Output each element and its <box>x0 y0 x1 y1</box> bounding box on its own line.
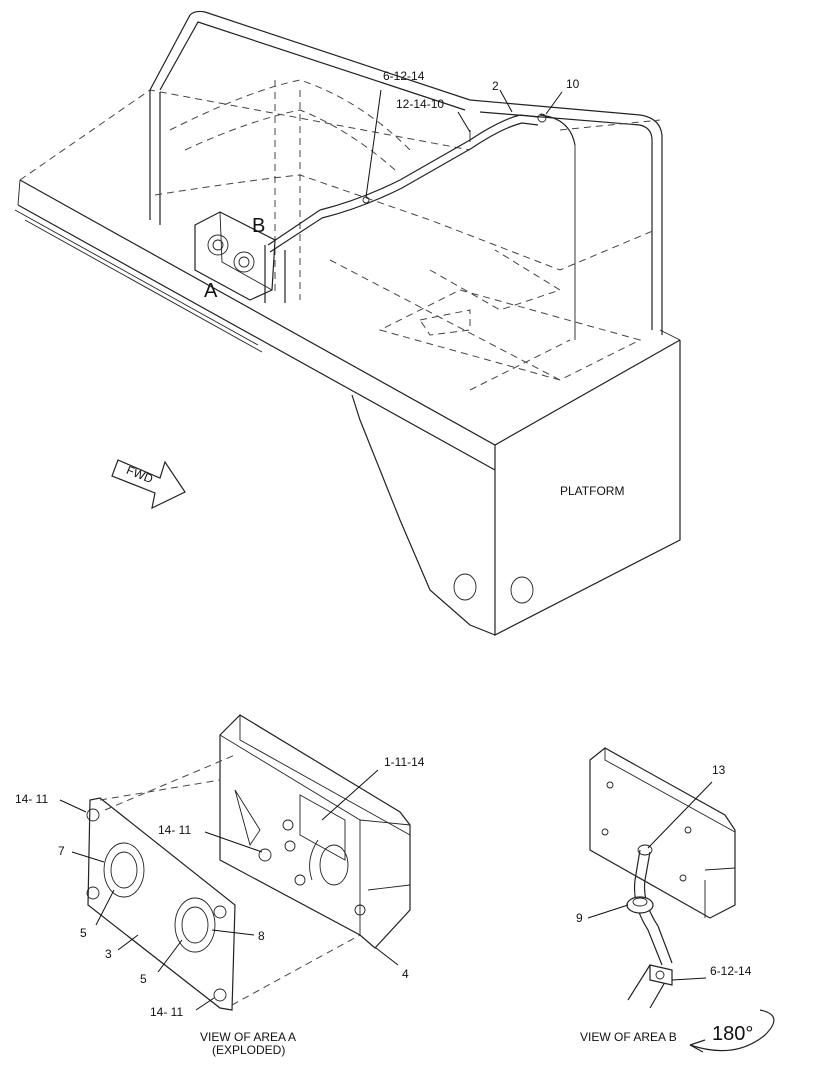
view-area-a-caption: VIEW OF AREA A <box>200 1030 296 1044</box>
label-3: 3 <box>105 947 112 961</box>
label-9: 9 <box>576 911 583 925</box>
label-1-11-14: 1-11-14 <box>384 755 425 769</box>
label-5-lower: 5 <box>140 972 147 986</box>
label-8: 8 <box>258 929 265 943</box>
label-7: 7 <box>58 844 65 858</box>
area-b-label: B <box>252 215 265 237</box>
view-area-a-drawing <box>86 714 411 1011</box>
callout-13: 13 <box>647 763 726 849</box>
label-6-12-14-top: 6-12-14 <box>383 69 425 83</box>
label-14-11-bottom: 14- 11 <box>150 1005 183 1019</box>
label-5-upper: 5 <box>80 926 87 940</box>
callout-1-11-14: 1-11-14 <box>321 755 425 821</box>
view-area-b-caption: VIEW OF AREA B <box>580 1030 677 1044</box>
callout-9: 9 <box>576 904 629 925</box>
callout-2: 2 <box>492 79 513 113</box>
platform-assembly <box>14 10 681 636</box>
forward-arrow-icon: FWD <box>111 459 186 510</box>
area-a-label: A <box>204 280 218 302</box>
label-2: 2 <box>492 79 499 93</box>
rotation-label: 180° <box>712 1023 753 1045</box>
callout-14-11-bottom: 14- 11 <box>150 997 215 1019</box>
label-6-12-14-bottom: 6-12-14 <box>710 964 752 978</box>
label-13: 13 <box>712 763 726 777</box>
label-12-14-10: 12-14-10 <box>396 97 444 111</box>
callout-14-11-top: 14- 11 <box>15 792 87 813</box>
label-4: 4 <box>402 967 409 981</box>
callout-6-12-14-bottom: 6-12-14 <box>671 964 752 981</box>
label-14-11-top: 14- 11 <box>15 792 48 806</box>
callout-10: 10 <box>545 77 580 115</box>
callout-5-upper: 5 <box>80 889 115 940</box>
view-area-a-subcaption: (EXPLODED) <box>212 1043 285 1057</box>
callout-4: 4 <box>375 947 409 981</box>
callout-6-12-14-top: 6-12-14 <box>365 69 425 198</box>
callout-3: 3 <box>105 934 139 961</box>
label-10: 10 <box>566 77 580 91</box>
callout-7: 7 <box>58 844 105 863</box>
callout-14-11-mid: 14- 11 <box>158 823 263 853</box>
rotate-180-icon: 180° <box>689 1009 775 1053</box>
label-14-11-mid: 14- 11 <box>158 823 191 837</box>
callout-5-lower: 5 <box>140 939 183 986</box>
platform-label: PLATFORM <box>560 484 624 498</box>
callout-8: 8 <box>211 929 265 943</box>
callout-12-14-10: 12-14-10 <box>396 97 471 133</box>
